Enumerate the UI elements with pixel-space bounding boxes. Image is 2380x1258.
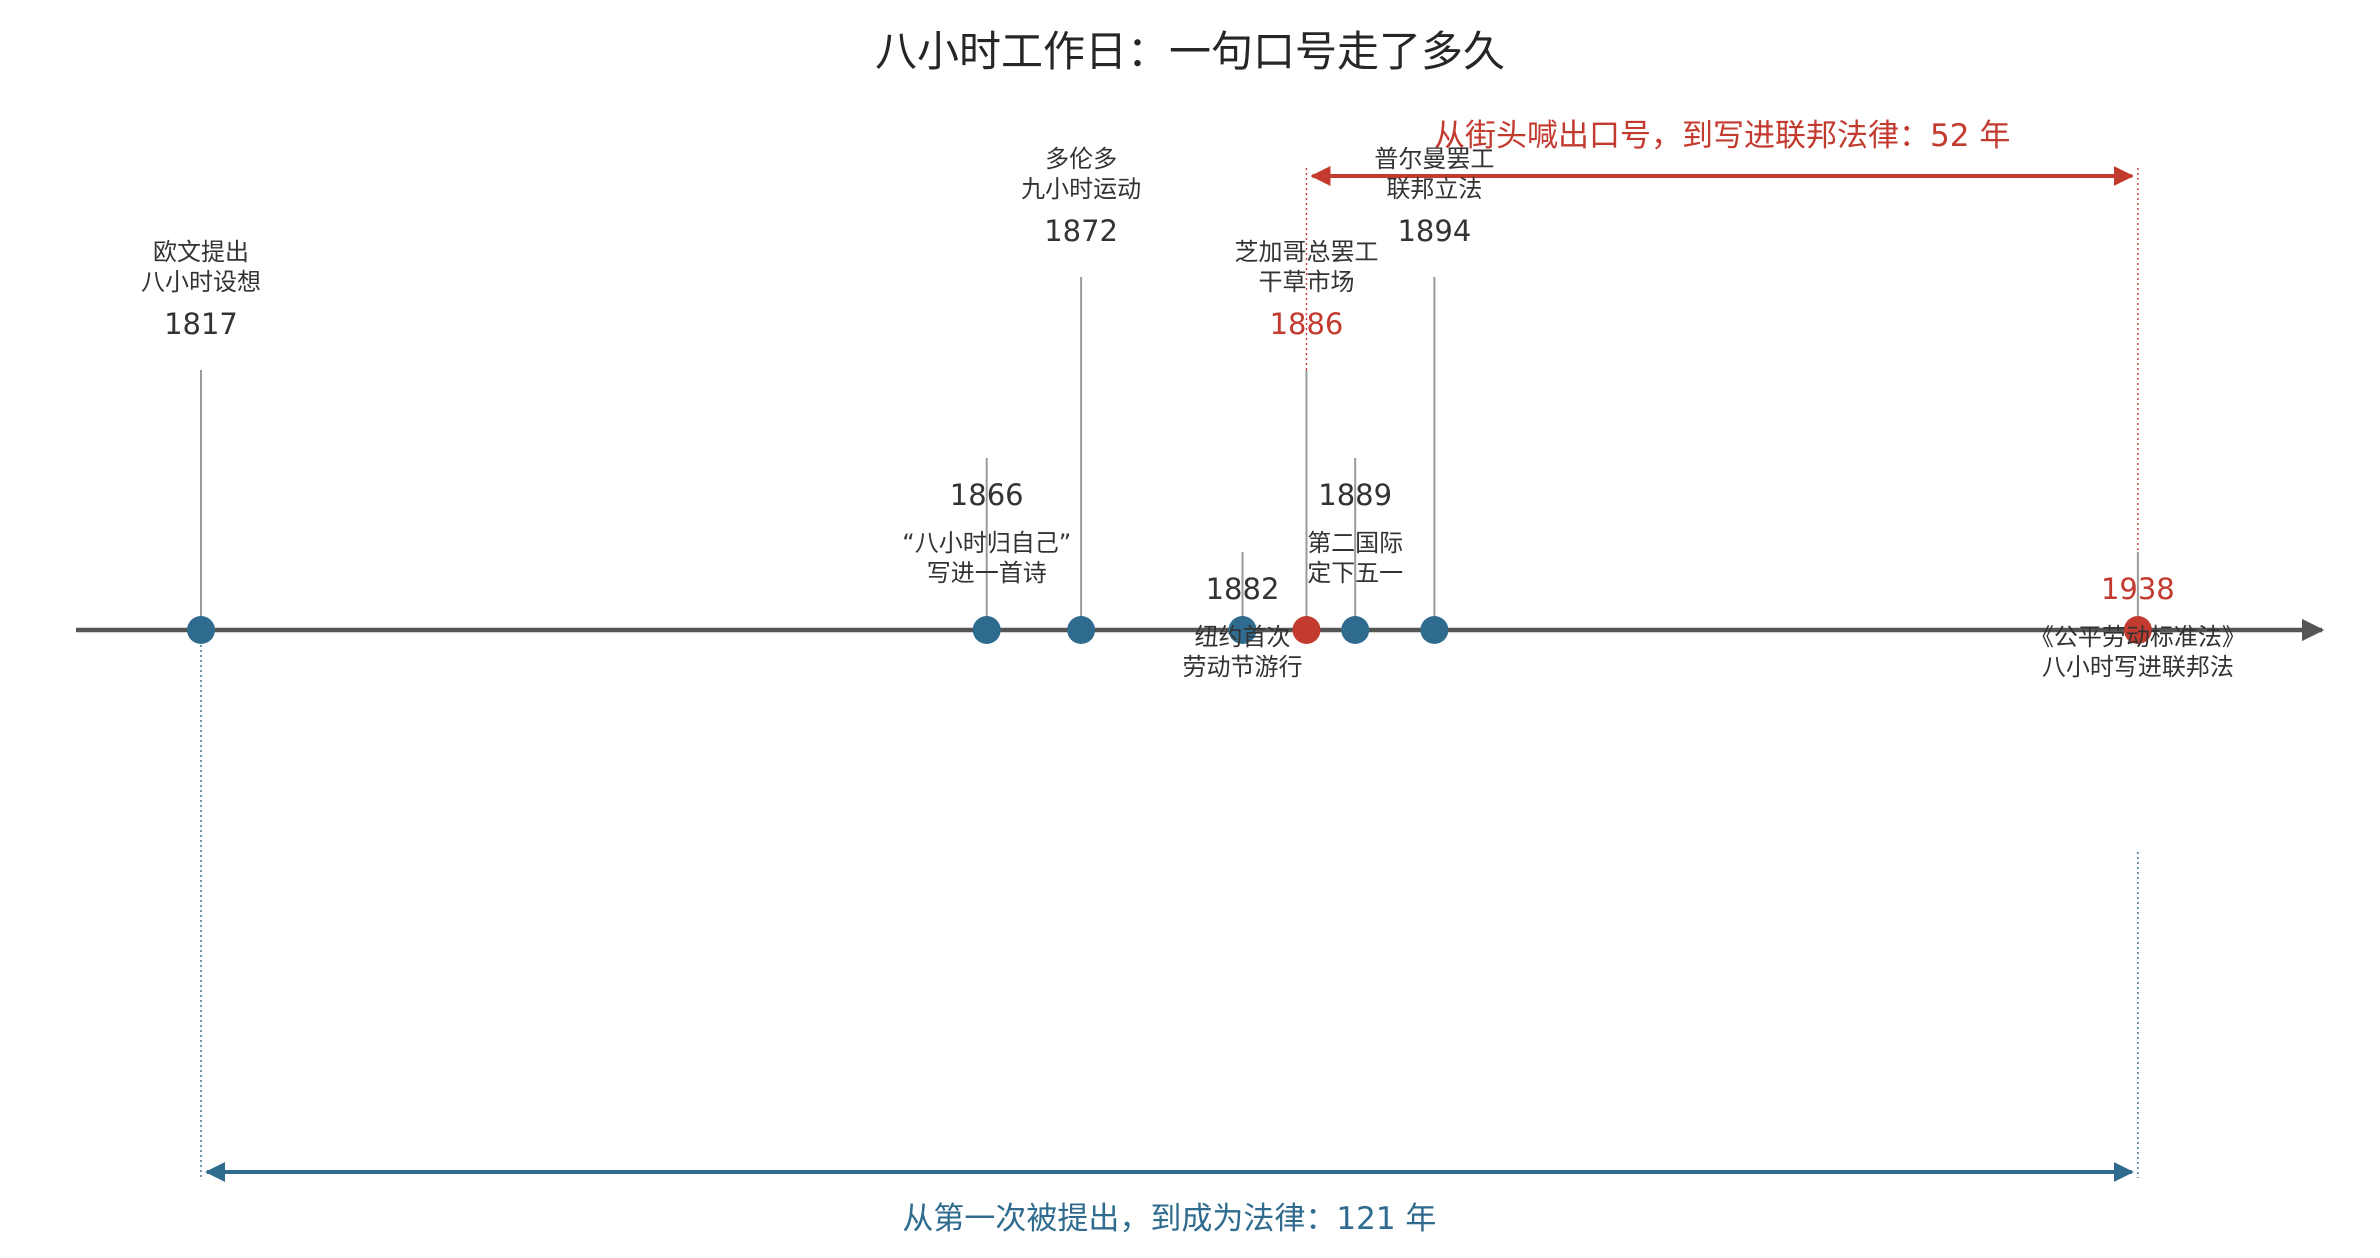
event-dot-1938 — [2123, 616, 2152, 644]
event-dot-1894 — [1420, 616, 1449, 644]
span-bottom-label: 从第一次被提出，到成为法律：121 年 — [902, 1201, 1437, 1237]
event-desc-line2-1817: 八小时设想 — [140, 268, 261, 296]
event-year-1886: 1886 — [1269, 307, 1344, 341]
event-desc-line2-1886: 干草市场 — [1258, 268, 1355, 296]
span-top-label: 从街头喊出口号，到写进联邦法律：52 年 — [1434, 118, 2011, 154]
event-desc-line2-1894: 联邦立法 — [1386, 175, 1483, 203]
event-year-1889: 1889 — [1318, 478, 1393, 512]
event-desc-line1-1894: 普尔曼罢工 — [1374, 145, 1495, 173]
event-dot-1872 — [1067, 616, 1096, 644]
event-desc-line2-1882: 劳动节游行 — [1182, 653, 1303, 681]
event-desc-line1-1882: 纽约首次 — [1194, 623, 1291, 651]
event-year-1938: 1938 — [2100, 572, 2175, 606]
event-year-1872: 1872 — [1044, 214, 1119, 248]
event-dot-1886 — [1292, 616, 1321, 644]
event-year-1817: 1817 — [164, 307, 238, 341]
event-desc-line2-1872: 九小时运动 — [1021, 175, 1142, 203]
event-dot-1889 — [1341, 616, 1370, 644]
diagram-title: 八小时工作日：一句口号走了多久 — [874, 27, 1506, 76]
event-desc-line1-1889: 第二国际 — [1307, 529, 1404, 557]
event-dot-1882 — [1228, 616, 1257, 644]
event-desc-line1-1938: 《公平劳动标准法》 — [2029, 623, 2246, 651]
event-year-1894: 1894 — [1397, 214, 1472, 248]
event-dot-1866 — [972, 616, 1001, 644]
event-year-1866: 1866 — [949, 478, 1024, 512]
event-dot-1817 — [186, 616, 215, 644]
event-desc-line1-1817: 欧文提出 — [152, 238, 249, 266]
event-desc-line2-1889: 定下五一 — [1307, 559, 1404, 587]
event-desc-line2-1938: 八小时写进联邦法 — [2041, 653, 2234, 681]
event-desc-line2-1866: 写进一首诗 — [926, 559, 1047, 587]
event-desc-line1-1886: 芝加哥总罢工 — [1234, 238, 1379, 266]
event-desc-line1-1872: 多伦多 — [1045, 145, 1118, 173]
event-year-1882: 1882 — [1205, 572, 1280, 606]
event-desc-line1-1866: “八小时归自己” — [902, 529, 1072, 557]
